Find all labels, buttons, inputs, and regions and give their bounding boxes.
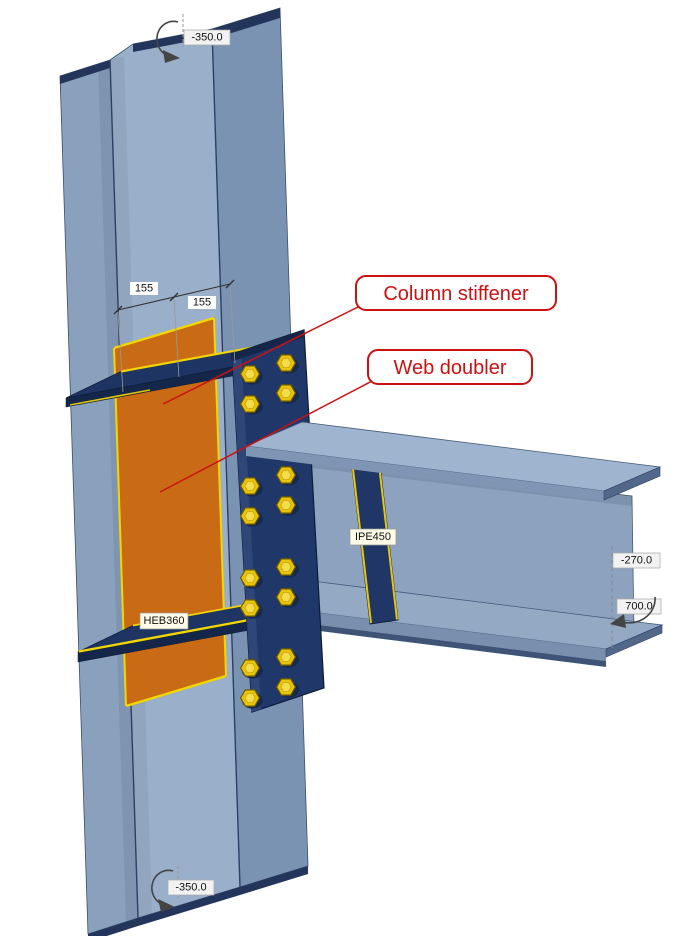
- extension-line: [229, 285, 236, 364]
- stiffener-weld-line: [69, 389, 151, 406]
- callout-web-doubler[interactable]: Web doubler: [159, 349, 533, 493]
- beam-bottom-flange-under-edge: [248, 616, 606, 667]
- dimension-label-bg: [130, 282, 158, 295]
- column-far-flange-bottom-cut: [240, 866, 308, 895]
- part-tag-beam[interactable]: IPE450: [349, 528, 397, 546]
- extension-line: [173, 298, 180, 378]
- rotation-arrowhead: [158, 899, 175, 912]
- rotation-value-bottom: -350.0: [175, 882, 206, 894]
- callout-column-stiffener[interactable]: Column stiffener: [162, 275, 557, 405]
- rotation-value-top: -350.0: [191, 32, 222, 44]
- part-tag-text-column: HEB360: [144, 615, 185, 627]
- beam-length-value: 700.0: [625, 601, 653, 613]
- dimension-155-b: 155: [193, 297, 211, 309]
- dimension-label-bg: [188, 296, 216, 309]
- dimension-label-bg: [183, 29, 231, 46]
- doubler-weld-edge-bottom: [125, 674, 227, 708]
- beam-stiffener-weld-line: [352, 468, 372, 624]
- dimension-155: 155 155: [113, 279, 236, 393]
- dimension-tick: [113, 305, 123, 315]
- dimension-label-bg: [616, 598, 662, 615]
- column-web-bottom-cut: [138, 887, 240, 926]
- callout-box[interactable]: [367, 349, 533, 385]
- column-near-flange-bottom-cut: [88, 918, 138, 936]
- callout-leader-line: [162, 304, 363, 405]
- callout-text-stiffener: Column stiffener: [383, 283, 529, 305]
- stiffener-weld-line: [78, 618, 250, 653]
- part-tag-column[interactable]: HEB360: [139, 612, 189, 630]
- beam-top-flange-end-cut: [603, 466, 661, 501]
- rotation-arrow-arc: [151, 869, 174, 906]
- dimension-tick: [225, 279, 235, 289]
- rotation-annotation-bottom: -350.0: [151, 866, 215, 912]
- dimension-label-bg: [612, 552, 661, 569]
- part-tag-text-beam: IPE450: [355, 531, 391, 543]
- part-tag-bg: [349, 528, 397, 546]
- callout-leader-line: [159, 379, 375, 493]
- rotation-annotation-top: -350.0: [156, 14, 231, 63]
- end-plate-thickness-edge: [232, 351, 261, 712]
- extension-line: [117, 311, 124, 393]
- callout-box[interactable]: [355, 275, 557, 311]
- dimension-tick: [169, 292, 179, 302]
- doubler-weld-edge-top: [113, 316, 215, 350]
- end-plate-top-cap: [232, 330, 305, 361]
- rotation-arrowhead: [163, 50, 180, 63]
- part-tag-bg: [139, 612, 189, 630]
- dimension-label-bg: [167, 879, 215, 896]
- beam-end-annotations: -270.0 700.0: [610, 546, 662, 648]
- dimension-155-a: 155: [135, 283, 153, 295]
- beam-top-flange[interactable]: [244, 421, 662, 501]
- callout-text-doubler: Web doubler: [393, 357, 506, 379]
- rotation-arrow-arc: [156, 20, 179, 57]
- beam-bottom-flange-end-cut: [605, 624, 663, 658]
- rotation-arrowhead: [610, 614, 626, 628]
- beam-offset-value: -270.0: [621, 555, 652, 567]
- beam-bottom-flange-front-edge: [248, 604, 606, 661]
- column-near-flange-top-cut: [60, 60, 110, 84]
- beam-top-flange-front-edge: [246, 446, 604, 501]
